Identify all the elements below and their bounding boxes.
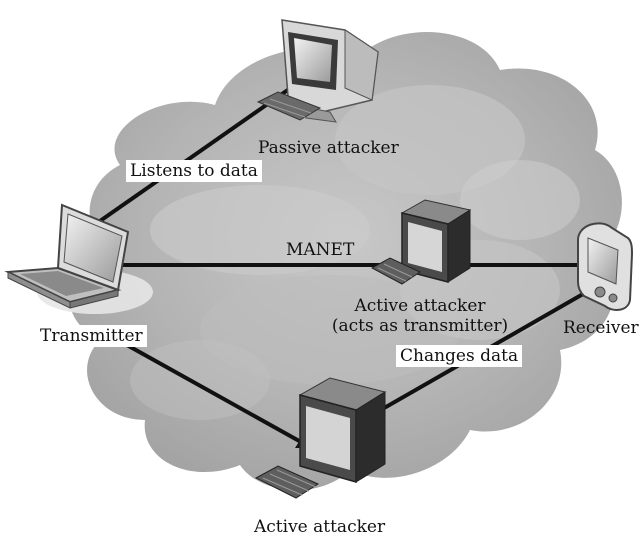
- transmitter-label: Transmitter: [36, 325, 147, 347]
- pda-icon: [577, 222, 634, 311]
- active-attacker-middle-label-line2: (acts as transmitter): [331, 316, 509, 336]
- desktop-computer-icon: [370, 199, 472, 285]
- passive-attacker-label: Passive attacker: [258, 138, 399, 158]
- active-attacker-bottom-label: Active attacker: [254, 517, 386, 537]
- crt-monitor-icon: [256, 19, 379, 123]
- laptop-icon: [4, 203, 153, 314]
- keyboard-icon: [254, 465, 320, 499]
- changes-data-label: Changes data: [396, 345, 523, 367]
- active-attacker-middle-label-line1: Active attacker: [354, 296, 486, 316]
- listens-to-data-label: Listens to data: [126, 160, 262, 182]
- active-attacker-middle-label: Active attacker (acts as transmitter): [320, 296, 520, 336]
- manet-label: MANET: [286, 240, 355, 260]
- link-transmitter-active-bottom: [99, 328, 311, 449]
- desktop-computer-icon: [254, 377, 387, 499]
- receiver-label: Receiver: [563, 318, 639, 338]
